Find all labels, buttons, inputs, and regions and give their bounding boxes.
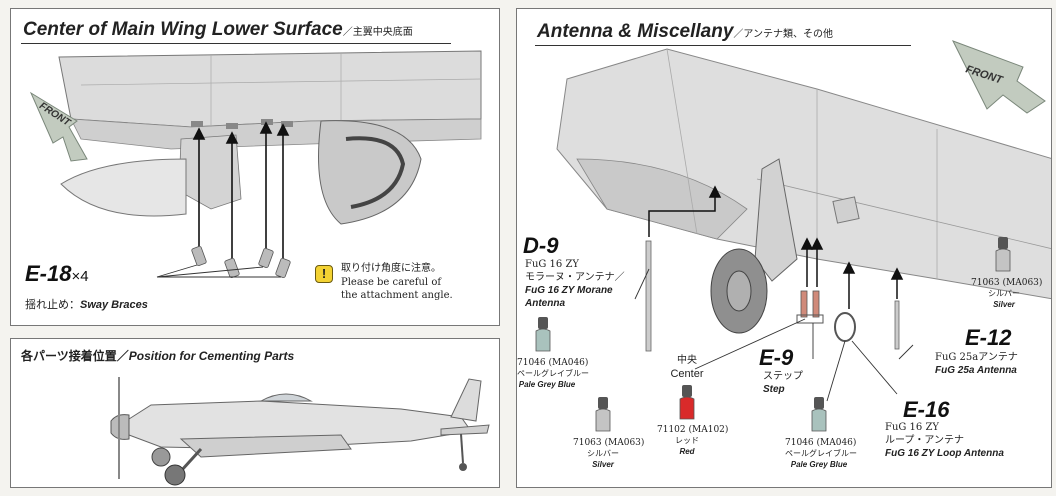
warning-text-jp: 取り付け角度に注意。 (341, 263, 441, 274)
position-panel-title: 各パーツ接着位置／Position for Cementing Parts (21, 347, 294, 364)
d9-line3: FuG 16 ZY Morane (525, 285, 613, 296)
e12-jp: FuG 25aアンテナ (935, 352, 1018, 363)
paint-bottle-pale-grey-blue-left (535, 317, 551, 352)
paint-code-silver-left: 71063 (MA063) (573, 438, 645, 448)
e9-en: Step (763, 384, 785, 395)
paint-jp-red: レッド (675, 436, 699, 445)
sway-brace-desc: 揺れ止め：Sway Braces (25, 298, 148, 312)
sway-brace-desc-jp: 揺れ止め： (25, 298, 80, 311)
paint-code-pgb-right: 71046 (MA046) (785, 438, 857, 448)
part-code-e16: E-16 (903, 397, 950, 422)
paint-jp-silver-left: シルバー (587, 449, 619, 458)
wing-panel-title-jp: ／主翼中央底面 (342, 27, 413, 38)
part-code-e18-label: E-18 (25, 261, 72, 286)
paint-code-silver-right: 71063 (MA063) (971, 278, 1043, 288)
part-code-d9: D-9 (523, 233, 559, 258)
paint-jp-pgb-right: ペールグレイブルー (785, 449, 857, 458)
d9-line1: FuG 16 ZY (525, 259, 579, 270)
paint-swatch-silver-right (995, 248, 1011, 272)
paint-en-silver-left: Silver (592, 460, 614, 469)
antenna-illustration (556, 40, 1051, 402)
antenna-panel-title-en: Antenna & Miscellany (537, 21, 734, 42)
d9-line2: モラーヌ・アンテナ／ (525, 272, 625, 283)
warning-text-en-2: the attachment angle. (341, 290, 453, 301)
wing-panel-title-en: Center of Main Wing Lower Surface (23, 19, 343, 40)
center-label-jp: 中央 (677, 355, 697, 366)
wing-lower-surface-panel: Center of Main Wing Lower Surface／主翼中央底面… (10, 8, 500, 326)
antenna-panel-title: Antenna & Miscellany／アンテナ類、その他 (537, 21, 833, 43)
position-panel-title-jp: 各パーツ接着位置／ (21, 349, 129, 363)
paint-bottle-silver-left (595, 397, 611, 432)
antenna-panel-title-jp: ／アンテナ類、その他 (733, 29, 833, 40)
center-label-en: Center (670, 368, 704, 380)
paint-jp-pgb-left: ペールグレイブルー (517, 369, 589, 378)
wing-illustration (29, 50, 482, 279)
e12-en: FuG 25a Antenna (935, 365, 1017, 376)
paint-bottle-pale-grey-blue-right (811, 397, 827, 432)
paint-swatch-pale-grey-blue-left (535, 328, 551, 352)
d9-line4: Antenna (525, 298, 565, 309)
paint-swatch-pale-grey-blue-right (811, 408, 827, 432)
e16-line3: FuG 16 ZY Loop Antenna (885, 448, 1004, 459)
paint-en-pgb-right: Pale Grey Blue (790, 460, 848, 469)
wing-panel-title-underline (21, 43, 451, 44)
part-qty-e18: ×4 (71, 268, 89, 285)
position-panel-title-en: Position for Cementing Parts (128, 349, 295, 363)
paint-code-pgb-left: 71046 (MA046) (517, 358, 589, 368)
position-panel: 各パーツ接着位置／Position for Cementing Parts (10, 338, 500, 488)
antenna-panel-title-underline (535, 45, 911, 46)
sway-brace-desc-en: Sway Braces (80, 299, 148, 311)
paint-bottle-silver-right (995, 237, 1011, 272)
part-code-e12: E-12 (965, 325, 1012, 350)
paint-swatch-red (679, 396, 695, 420)
paint-swatch-silver-left (595, 408, 611, 432)
e16-line1: FuG 16 ZY (885, 422, 939, 433)
warning-text-en-1: Please be careful of (341, 277, 442, 288)
antenna-panel: Antenna & Miscellany／アンテナ類、その他 FRONT D-9… (516, 8, 1052, 488)
paint-code-red: 71102 (MA102) (657, 425, 729, 435)
warning-icon: ! (315, 265, 333, 283)
wing-panel-title: Center of Main Wing Lower Surface／主翼中央底面 (23, 19, 413, 41)
paint-bottle-red (679, 385, 695, 420)
paint-en-red: Red (679, 447, 695, 456)
paint-jp-silver-right: シルバー (988, 289, 1020, 298)
paint-en-pgb-left: Pale Grey Blue (518, 380, 576, 389)
paint-en-silver-right: Silver (993, 300, 1015, 309)
e9-jp: ステップ (763, 371, 803, 382)
part-code-e9: E-9 (759, 345, 794, 370)
aircraft-side-view-illustration (110, 377, 490, 486)
e16-line2: ループ・アンテナ (885, 435, 964, 446)
part-code-e18: E-18×4 (25, 261, 89, 287)
